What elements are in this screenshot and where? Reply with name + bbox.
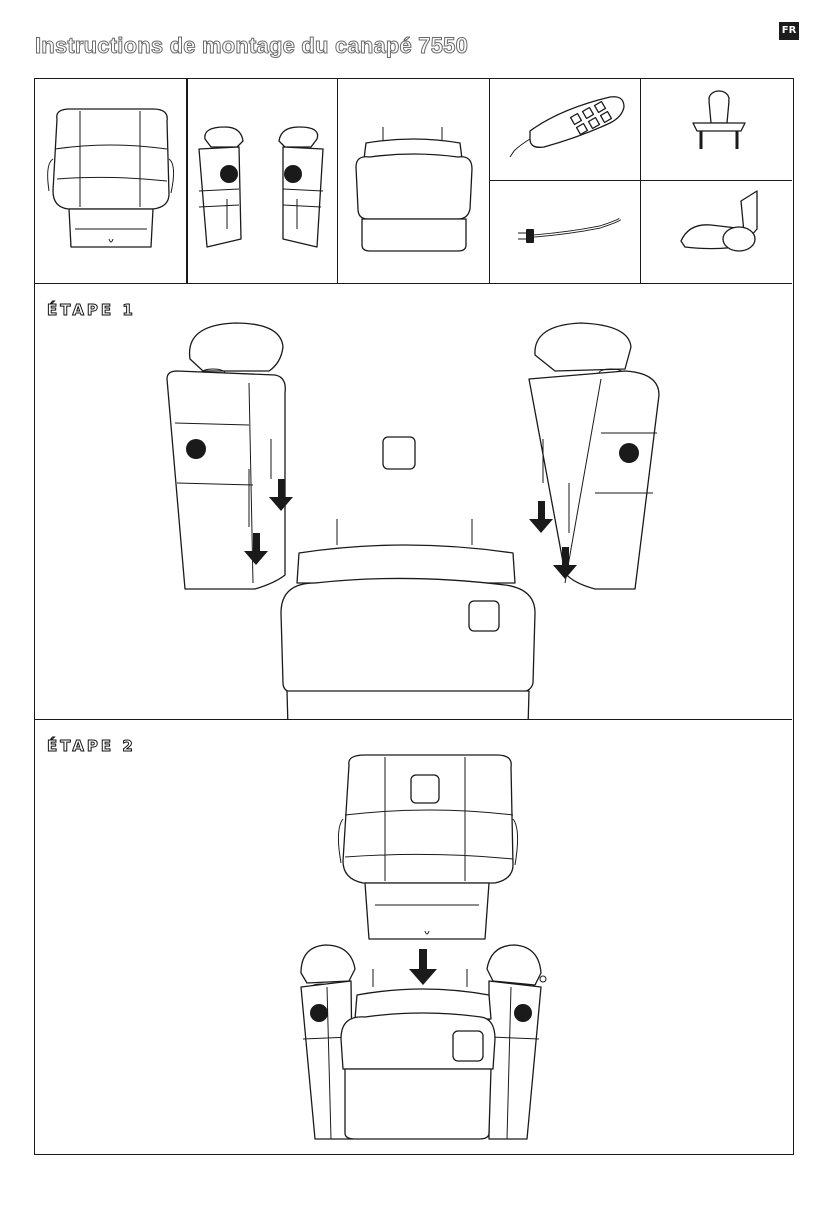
parts-list [35, 79, 792, 284]
backrest-icon [35, 79, 186, 283]
power-cord-icon [490, 181, 640, 283]
seat-base-icon [338, 79, 489, 283]
instruction-frame: ÉTAPE 1 [34, 78, 794, 1155]
bracket-icon [641, 79, 792, 180]
page-title: Instructions de montage du canapé 7550 [35, 33, 468, 59]
step-1-panel: ÉTAPE 1 [35, 283, 792, 720]
remote-control-icon [490, 79, 640, 180]
armrests-icon [187, 79, 337, 283]
language-badge: FR [779, 22, 799, 40]
cup-holder-icon [641, 181, 792, 283]
step-2-panel: ÉTAPE 2 [35, 719, 792, 1154]
